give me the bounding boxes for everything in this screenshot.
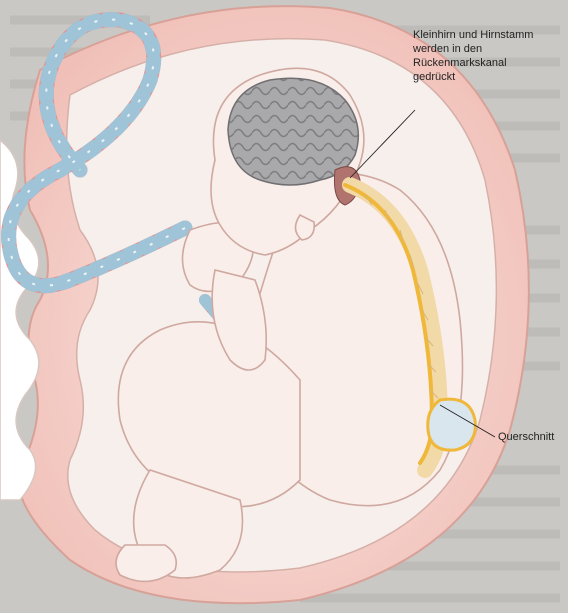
brainstem-annotation-line1: Kleinhirn und Hirnstamm	[413, 28, 563, 42]
brainstem-annotation-line3: Rückenmarkskanal	[413, 56, 563, 70]
brainstem-annotation-line4: gedrückt	[413, 70, 563, 84]
brainstem-annotation: Kleinhirn und Hirnstamm werden in den Rü…	[413, 28, 563, 84]
lesion-sac	[428, 399, 476, 450]
fetus-foot	[116, 545, 176, 581]
brainstem-annotation-line2: werden in den	[413, 42, 563, 56]
cross-section-label: Querschnitt	[498, 430, 554, 444]
